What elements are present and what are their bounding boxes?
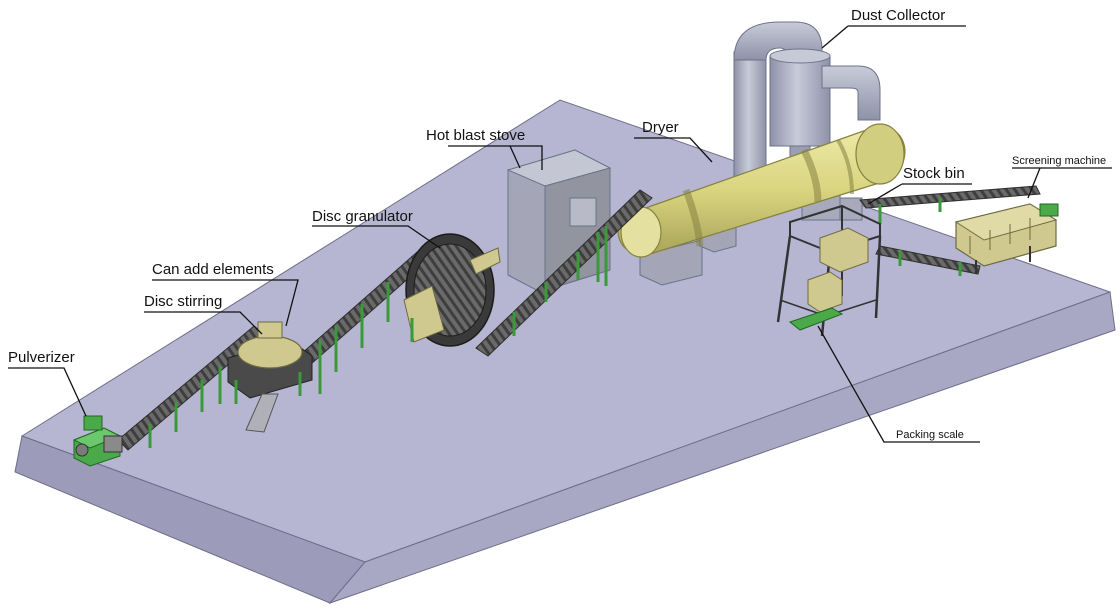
pulverizer-machine <box>72 415 123 467</box>
leader-lines <box>8 25 1112 443</box>
support-legs <box>148 198 962 448</box>
leader-can-add-elements <box>152 279 299 327</box>
dryer-drum <box>617 123 906 258</box>
screening-machine <box>954 203 1059 274</box>
label-dryer: Dryer <box>642 119 679 136</box>
labels: Dust Collector Hot blast stove Dryer Sto… <box>8 7 1106 441</box>
leader-packing-scale <box>817 325 980 443</box>
label-disc-granulator: Disc granulator <box>312 208 413 225</box>
leader-disc-stirring <box>144 311 263 335</box>
conveyor-3 <box>475 189 653 357</box>
conveyor-4 <box>859 185 1041 209</box>
label-screening-machine: Screening machine <box>1012 155 1106 167</box>
platform-front-side <box>328 291 1116 605</box>
disc-granulator-machine <box>403 233 501 347</box>
label-stock-bin: Stock bin <box>903 165 965 182</box>
conveyors <box>117 185 1041 451</box>
label-hot-blast-stove: Hot blast stove <box>426 127 525 144</box>
label-disc-stirring: Disc stirring <box>144 293 222 310</box>
dust-collector <box>733 21 881 221</box>
label-dust-collector: Dust Collector <box>851 7 945 24</box>
leader-dryer <box>634 137 713 163</box>
conveyor-5 <box>875 245 981 275</box>
leader-hot-blast-stove <box>448 145 543 170</box>
hot-blast-stove <box>506 149 612 293</box>
stock-bin-and-packing-scale <box>776 204 882 337</box>
disc-stirring-machine <box>227 321 313 433</box>
leader-pulverizer <box>8 367 87 417</box>
label-packing-scale: Packing scale <box>896 429 964 441</box>
label-can-add-elements: Can add elements <box>152 261 274 278</box>
leader-disc-granulator <box>312 225 441 249</box>
label-pulverizer: Pulverizer <box>8 349 75 366</box>
